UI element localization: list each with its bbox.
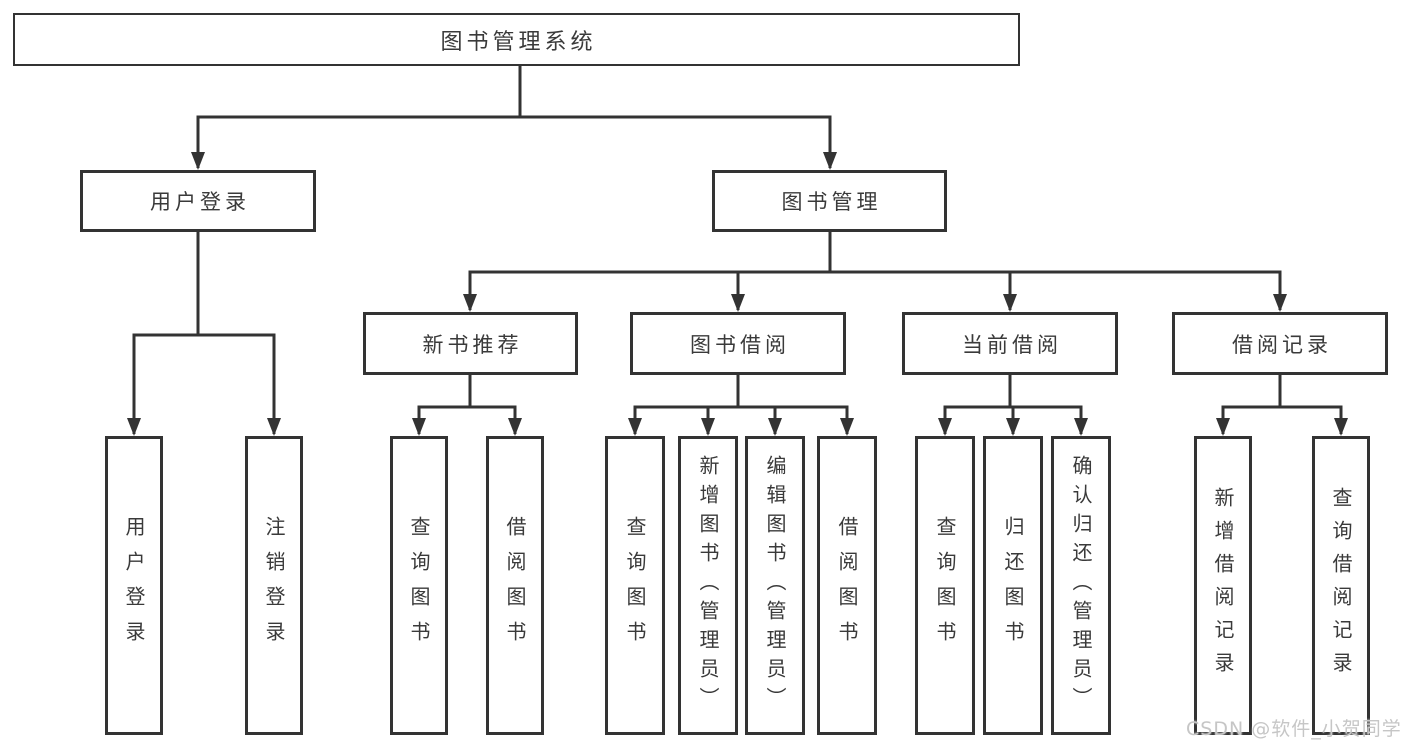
node-book-borrowing: 图书借阅 <box>630 312 846 375</box>
leaf-add-books-admin: 新增图书（管理员） <box>678 436 738 735</box>
leaf-query-borrow-record: 查询借阅记录 <box>1312 436 1370 735</box>
node-book-management: 图书管理 <box>712 170 947 232</box>
leaf-query-books-borrow: 查询图书 <box>605 436 665 735</box>
node-label: 当前借阅 <box>962 332 1062 357</box>
leaf-logout: 注销登录 <box>245 436 303 735</box>
leaf-query-books-recommend: 查询图书 <box>390 436 448 735</box>
node-label: 新增图书（管理员） <box>696 455 720 716</box>
node-label: 查询图书 <box>407 515 431 656</box>
leaf-user-login: 用户登录 <box>105 436 163 735</box>
edge-current-borrow-children <box>938 375 1088 436</box>
node-label: 借阅图书 <box>503 515 527 656</box>
node-label: 查询图书 <box>933 515 957 656</box>
node-borrowing-records: 借阅记录 <box>1172 312 1388 375</box>
node-label: 编辑图书（管理员） <box>763 455 787 716</box>
node-label: 用户登录 <box>150 190 250 214</box>
node-label: 新书推荐 <box>422 332 523 357</box>
node-library-management-system: 图书管理系统 <box>13 13 1020 66</box>
node-label: 查询图书 <box>623 515 647 656</box>
leaf-query-books-current: 查询图书 <box>915 436 975 735</box>
node-label: 借阅图书 <box>835 515 859 656</box>
node-label: 确认归还（管理员） <box>1069 455 1093 716</box>
node-label: 新增借阅记录 <box>1211 486 1235 685</box>
csdn-watermark: CSDN @软件_小贺同学 <box>1186 718 1402 740</box>
node-label: 图书管理系统 <box>440 29 597 55</box>
node-label: 查询借阅记录 <box>1329 486 1353 685</box>
leaf-borrow-books: 借阅图书 <box>817 436 877 735</box>
leaf-confirm-return-admin: 确认归还（管理员） <box>1051 436 1111 735</box>
leaf-borrow-books-recommend: 借阅图书 <box>486 436 544 735</box>
edge-user-login-children <box>127 232 281 436</box>
node-label: 注销登录 <box>262 515 286 656</box>
node-label: 图书管理 <box>781 190 882 214</box>
node-new-book-recommendation: 新书推荐 <box>363 312 578 375</box>
node-current-borrowing: 当前借阅 <box>902 312 1118 375</box>
node-label: 借阅记录 <box>1232 332 1332 357</box>
edge-book-mgmt-to-level3 <box>463 232 1287 312</box>
node-label: 归还图书 <box>1001 515 1025 656</box>
node-label: 图书借阅 <box>690 332 790 357</box>
leaf-add-borrow-record: 新增借阅记录 <box>1194 436 1252 735</box>
edge-book-borrow-children <box>628 375 854 436</box>
node-user-login: 用户登录 <box>80 170 316 232</box>
leaf-return-books: 归还图书 <box>983 436 1043 735</box>
edge-borrow-records-children <box>1216 375 1348 436</box>
leaf-edit-books-admin: 编辑图书（管理员） <box>745 436 805 735</box>
edge-new-book-children <box>412 375 522 436</box>
node-label: 用户登录 <box>122 515 146 656</box>
edge-root-to-level2 <box>191 66 837 170</box>
